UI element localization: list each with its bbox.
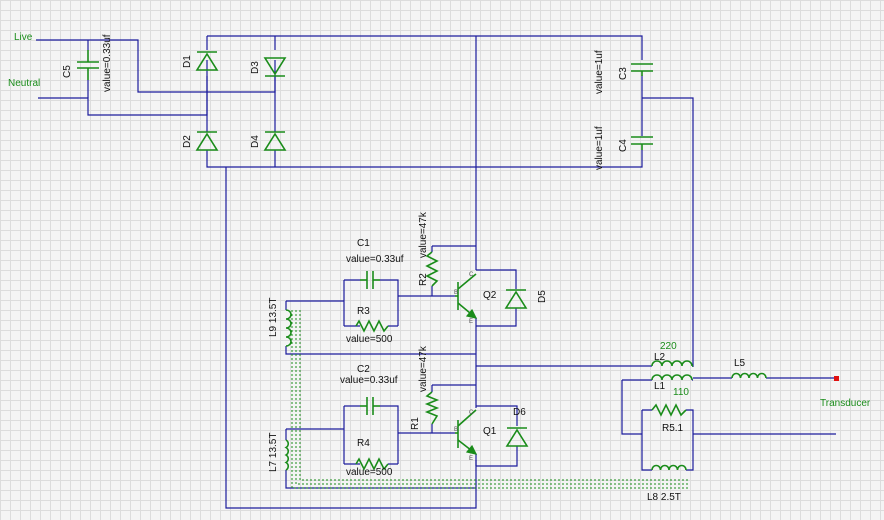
live-port-label: Live [14,32,33,43]
resistor-r1[interactable] [424,391,440,425]
inductor-l2[interactable] [651,360,693,367]
transistor-q2[interactable] [455,273,478,319]
diode-d3[interactable] [263,57,287,77]
d1-label: D1 [182,55,193,68]
c4-value: value=1uf [594,126,605,170]
q1-pin-collector: C [469,410,474,416]
q1-pin-base: B [454,427,458,433]
capacitor-c3[interactable] [631,63,653,76]
inductor-l9[interactable] [285,309,292,347]
capacitor-c5[interactable] [77,50,99,80]
c5-value: value=0.33uf [102,34,113,92]
q2-pin-base: B [454,290,458,296]
transistor-q1[interactable] [455,409,478,455]
d3-label: D3 [250,61,261,74]
c5-label: C5 [62,65,73,78]
c4-label: C4 [618,139,629,152]
q1-label: Q1 [483,426,497,437]
inductor-l1[interactable] [651,374,693,381]
capacitor-c4[interactable] [631,136,653,150]
l9-label: L9 13.5T [268,298,279,337]
capacitor-c1[interactable] [360,271,380,289]
l8-coupling-lines [291,310,690,489]
r3-label: R3 [357,306,370,317]
resistor-r3[interactable] [355,319,389,333]
q2-label: Q2 [483,290,497,301]
l2-label: L2 [654,352,666,363]
c2-value: value=0.33uf [340,375,398,386]
resistor-r4[interactable] [355,457,389,471]
r5-label: R5.1 [662,423,684,434]
c1-value: value=0.33uf [346,254,404,265]
diode-d5[interactable] [504,289,528,309]
c3-label: C3 [618,67,629,80]
l5-label: L5 [734,358,746,369]
r3-value: value=500 [346,334,393,345]
inductor-l7[interactable] [284,439,290,471]
l2-value: 220 [660,341,677,352]
c2-label: C2 [357,364,370,375]
l7-label: L7 13.5T [268,433,279,472]
wiring [36,35,839,509]
d5-label: D5 [537,290,548,303]
resistor-r2[interactable] [425,251,439,287]
inductor-l8[interactable] [651,464,687,471]
neutral-port-label: Neutral [8,78,40,89]
d6-label: D6 [513,407,526,418]
r4-label: R4 [357,438,370,449]
inductor-l5[interactable] [731,372,767,379]
diode-d1[interactable] [195,51,219,71]
diode-d2[interactable] [195,131,219,151]
diode-d4[interactable] [263,131,287,151]
r2-label: R2 [418,273,429,286]
resistor-r5-1[interactable] [651,403,687,417]
l1-value: 110 [673,387,689,398]
q1-pin-emitter: E [469,456,473,462]
q2-pin-emitter: E [469,319,473,325]
q2-pin-collector: C [469,272,474,278]
d4-label: D4 [250,135,261,148]
capacitor-c2[interactable] [360,397,380,415]
diode-d6[interactable] [505,427,529,447]
d2-label: D2 [182,135,193,148]
l8-label: L8 2.5T [647,492,681,503]
r1-label: R1 [410,417,421,430]
r4-value: value=500 [346,467,393,478]
transducer-port-label: Transducer [820,398,871,409]
r2-value: value=47k [418,211,429,258]
c3-value: value=1uf [594,50,605,94]
c1-label: C1 [357,238,370,249]
transducer-port-marker [834,376,839,381]
l1-label: L1 [654,381,666,392]
r1-value: value=47k [418,345,429,392]
